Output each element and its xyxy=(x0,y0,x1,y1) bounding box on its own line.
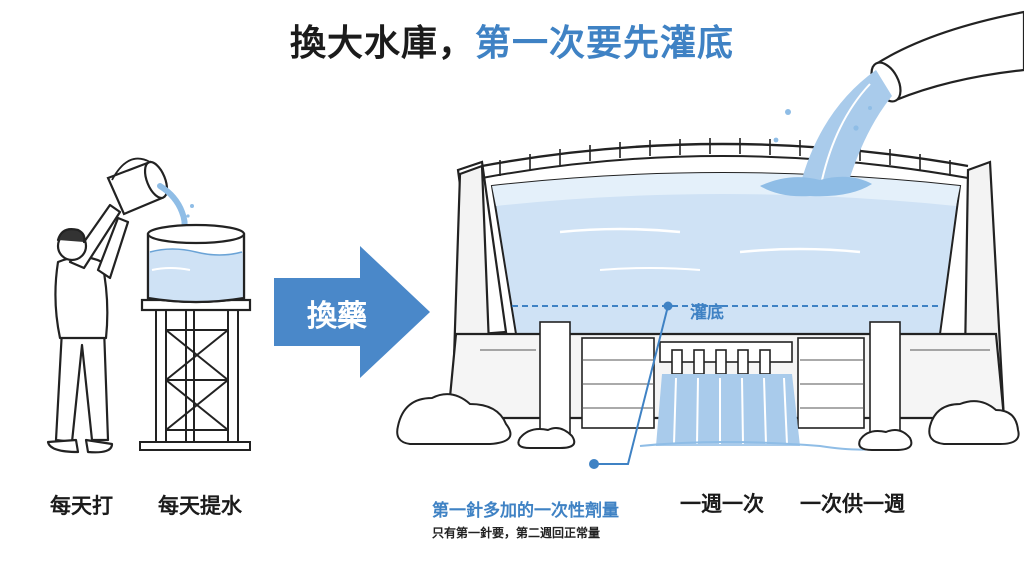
person-figure xyxy=(46,203,130,454)
callout-pointer xyxy=(589,301,673,469)
reservoir-dam xyxy=(396,138,1020,451)
page-title: 換大水庫，第一次要先灌底 xyxy=(0,14,1024,66)
loading-dose-note: 只有第一針要，第二週回正常量 xyxy=(432,526,601,540)
loading-dose-title: 第一針多加的一次性劑量 xyxy=(432,501,619,521)
tower-caption-daily-water: 每天提水 xyxy=(158,494,242,518)
water-tower xyxy=(139,223,252,451)
reservoir-caption-weekly: 一週一次 xyxy=(680,492,764,516)
pipe-icon xyxy=(760,10,1024,197)
arrow-label: 換藥 xyxy=(307,299,367,334)
arrow-icon xyxy=(274,246,430,378)
reservoir-caption-supply: 一次供一週 xyxy=(800,492,905,516)
title-part-2: 第一次要先灌底 xyxy=(475,23,735,64)
tower-caption-daily-dose: 每天打 xyxy=(50,494,113,518)
base-level-label: 灌底 xyxy=(690,303,724,323)
title-part-1: 換大水庫， xyxy=(289,23,475,64)
